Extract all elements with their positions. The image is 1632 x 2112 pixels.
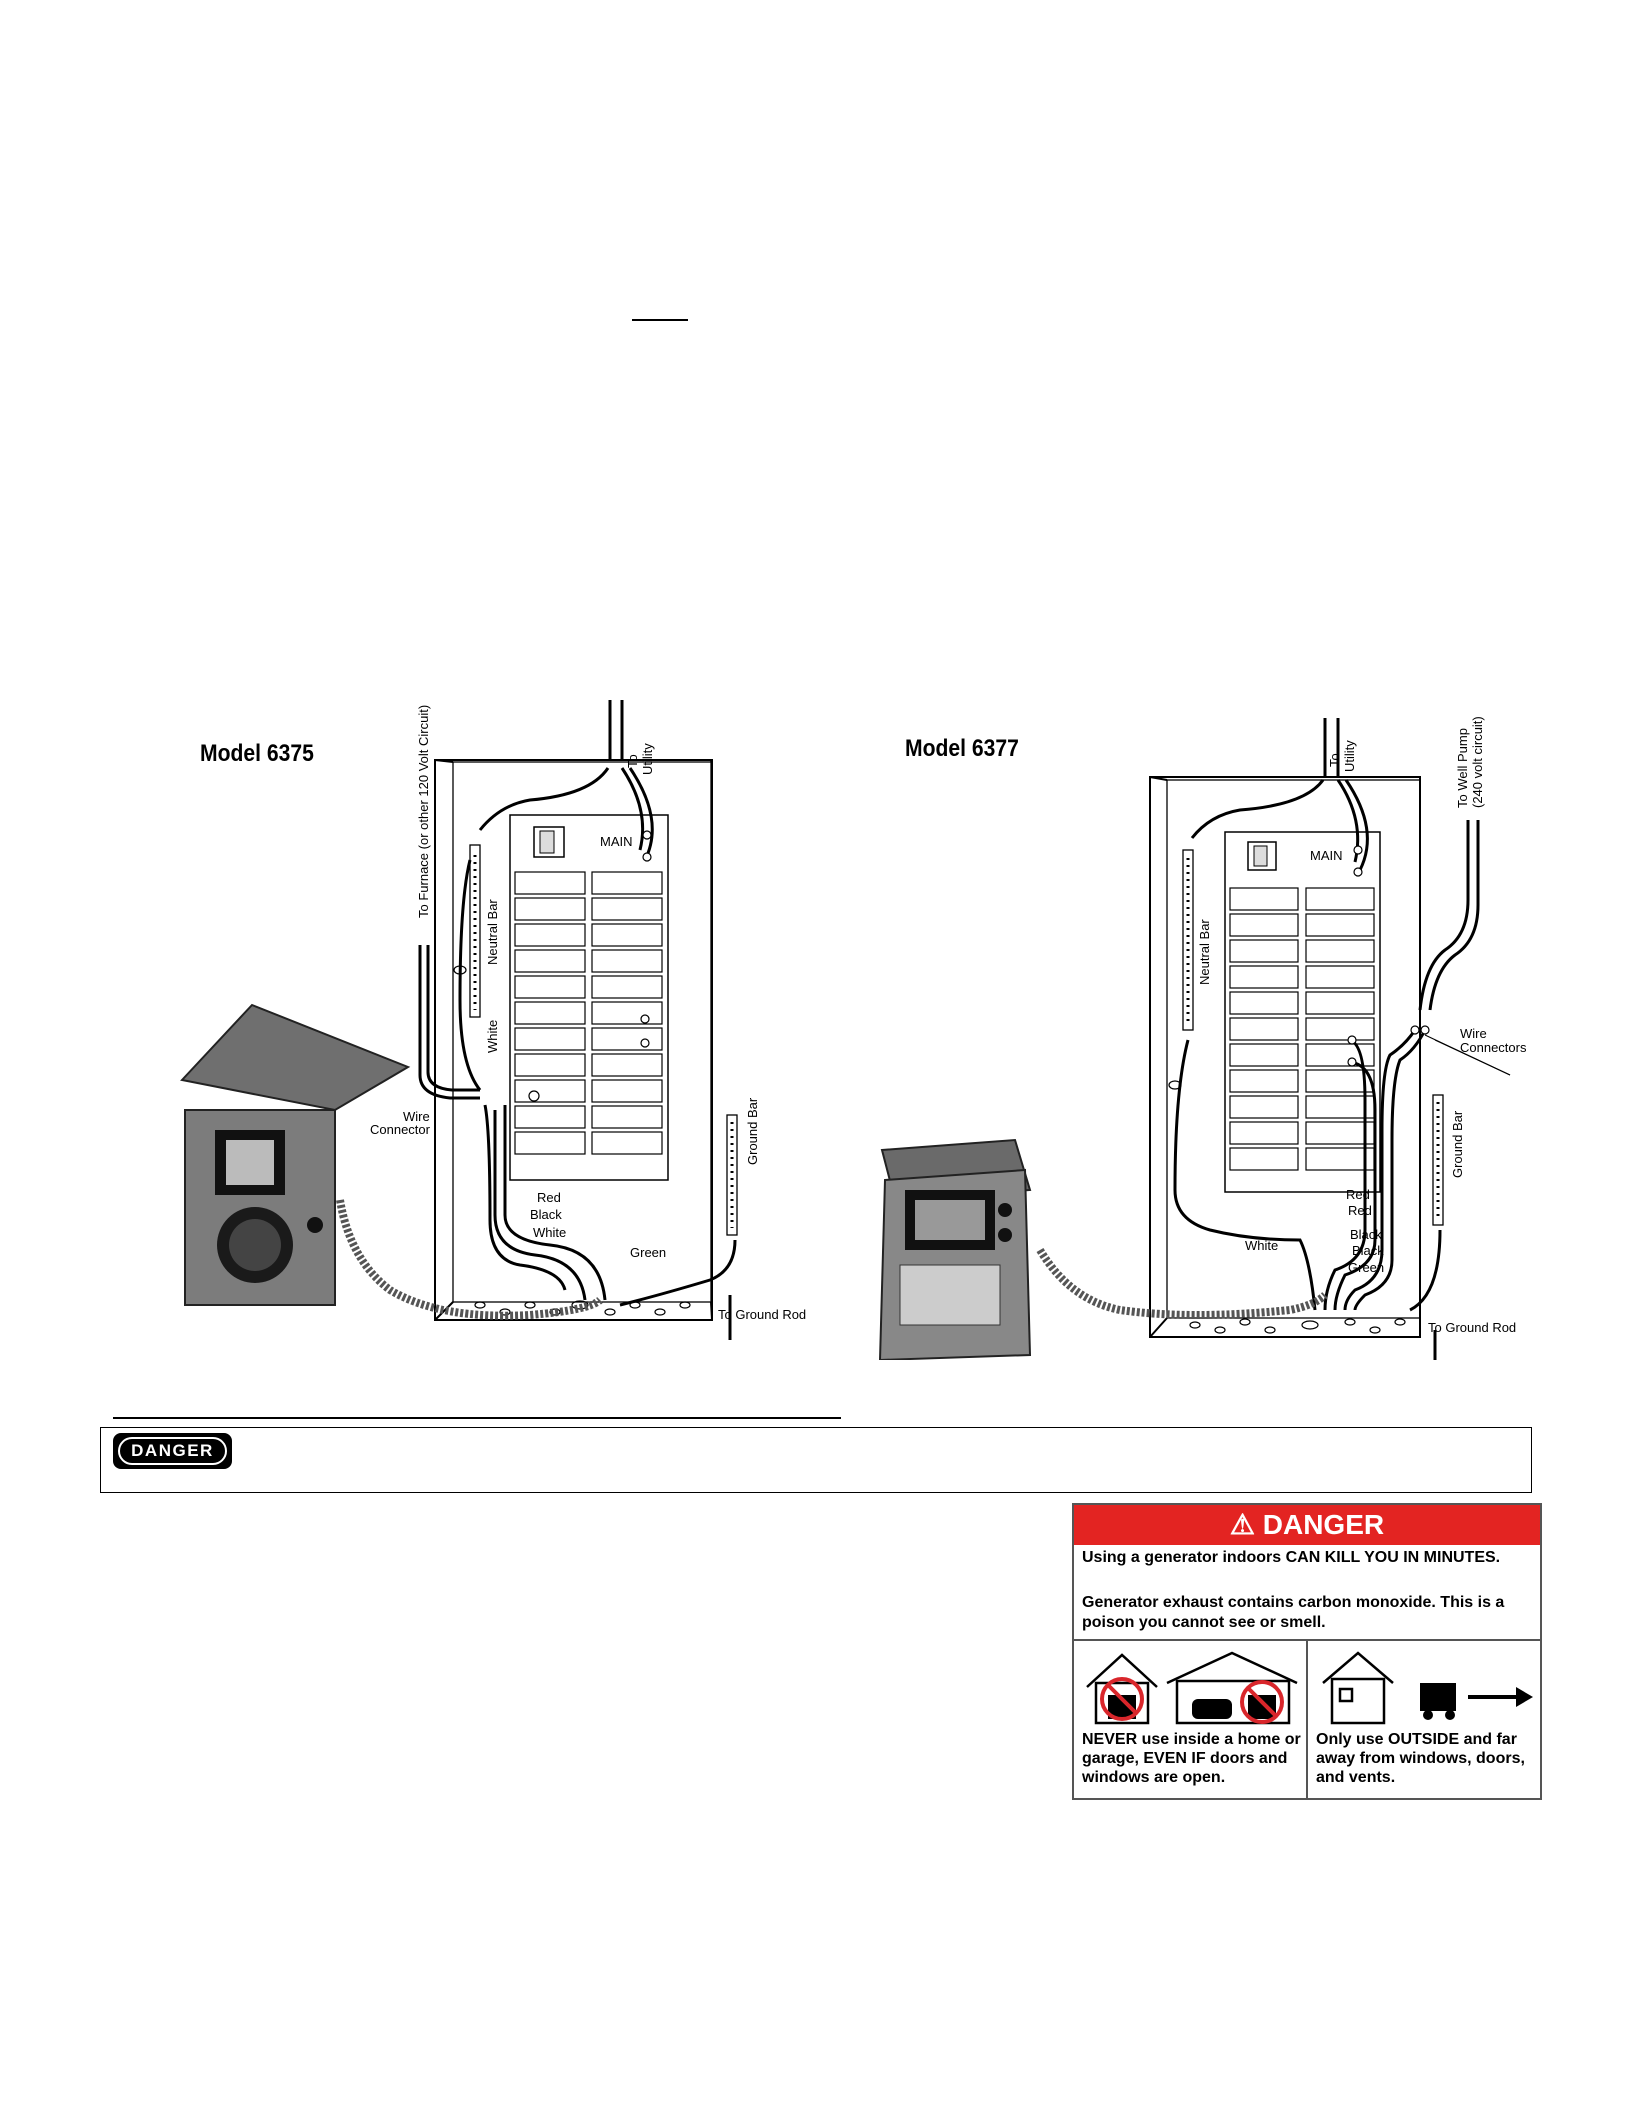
danger-badge: DANGER bbox=[113, 1433, 232, 1469]
model-6375-title: Model 6375 bbox=[200, 740, 314, 767]
garage-icon bbox=[1166, 1651, 1298, 1725]
prohibit-icon bbox=[1100, 1677, 1144, 1721]
generator-icon-garage bbox=[1248, 1695, 1276, 1719]
generator-icon-outdoor bbox=[1420, 1683, 1456, 1711]
ground-bar bbox=[1432, 1094, 1444, 1226]
section-rule bbox=[113, 1417, 841, 1419]
to-furnace-label: To Furnace (or other 120 Volt Circuit) bbox=[416, 704, 431, 918]
co-divider-vertical bbox=[1306, 1641, 1308, 1798]
utility-wires bbox=[608, 700, 624, 768]
breaker-rows bbox=[1229, 887, 1375, 1171]
model-6377-title: Model 6377 bbox=[905, 735, 1019, 762]
breaker-rows bbox=[514, 871, 663, 1155]
outdoor-use-icons bbox=[1322, 1651, 1533, 1725]
breaker-block bbox=[1224, 831, 1381, 1193]
house-icon-outdoor bbox=[1322, 1651, 1394, 1725]
flex-conduit bbox=[1036, 1247, 1328, 1319]
transfer-switch-box bbox=[878, 1138, 1032, 1360]
red-wire-label-2-right: Red bbox=[1348, 1203, 1372, 1218]
main-label-right: MAIN bbox=[1310, 848, 1343, 863]
black-wire-label-2-right: Black bbox=[1352, 1243, 1384, 1258]
model-6377-wiring-diagram bbox=[878, 718, 1511, 1360]
co-warning-line2: Generator exhaust contains carbon monoxi… bbox=[1082, 1594, 1505, 1631]
red-wire-label: Red bbox=[537, 1190, 561, 1205]
wire-connector-label-1: Wire bbox=[403, 1109, 430, 1124]
flex-conduit bbox=[336, 1199, 603, 1320]
ground-bar bbox=[726, 1114, 738, 1236]
neutral-bar-label: Neutral Bar bbox=[485, 899, 500, 965]
co-never-text: NEVER use inside a home or garage, EVEN … bbox=[1082, 1731, 1301, 1786]
red-wire-label-1-right: Red bbox=[1346, 1187, 1370, 1202]
ground-bar-label-right: Ground Bar bbox=[1450, 1110, 1465, 1178]
neutral-bar bbox=[1182, 849, 1194, 1031]
white-wire-label-right: White bbox=[1245, 1238, 1279, 1253]
wire-connectors-label-1: Wire bbox=[1460, 1026, 1487, 1041]
co-divider bbox=[1074, 1639, 1540, 1641]
white-wire-label: White bbox=[533, 1225, 567, 1240]
car-icon bbox=[1192, 1699, 1232, 1719]
danger-box: DANGER bbox=[100, 1427, 1532, 1493]
to-ground-rod-label: To Ground Rod bbox=[718, 1307, 807, 1322]
neutral-bar bbox=[469, 844, 481, 1018]
knockouts bbox=[453, 965, 691, 1316]
wire-connectors-label-2: Connectors bbox=[1460, 1040, 1527, 1055]
knockouts bbox=[1168, 1080, 1406, 1334]
wires bbox=[418, 767, 737, 1340]
to-utility-label-1-right: To bbox=[1327, 753, 1342, 767]
green-wire-label: Green bbox=[630, 1245, 667, 1260]
wire-connector-label-2: Connector bbox=[370, 1122, 430, 1137]
ground-bar-label: Ground Bar bbox=[745, 1097, 760, 1165]
no-indoor-use-icons bbox=[1086, 1651, 1298, 1725]
main-label: MAIN bbox=[600, 834, 633, 849]
black-wire-label: Black bbox=[530, 1207, 562, 1222]
underline-rule bbox=[632, 319, 688, 321]
utility-wires bbox=[1323, 718, 1340, 780]
neutral-bar-label-right: Neutral Bar bbox=[1197, 919, 1212, 985]
white-vertical-label: White bbox=[485, 1019, 500, 1053]
to-utility-label-2-right: Utility bbox=[1342, 740, 1357, 772]
co-warning-label: ⚠ DANGER Using a generator indoors CAN K… bbox=[1072, 1503, 1542, 1800]
model-6375-wiring-diagram bbox=[180, 700, 738, 1340]
danger-badge-label: DANGER bbox=[118, 1437, 227, 1465]
black-wire-label-1-right: Black bbox=[1350, 1227, 1382, 1242]
to-utility-label-1: To bbox=[625, 754, 640, 768]
to-utility-label-2: Utility bbox=[640, 743, 655, 775]
co-only-text: Only use OUTSIDE and far away from windo… bbox=[1316, 1731, 1525, 1786]
green-wire-label-right: Green bbox=[1348, 1260, 1385, 1275]
to-well-pump-label-1: To Well Pump bbox=[1455, 728, 1470, 808]
wires bbox=[1173, 779, 1480, 1360]
co-warning-line1: Using a generator indoors CAN KILL YOU I… bbox=[1082, 1549, 1501, 1566]
house-icon bbox=[1086, 1653, 1158, 1725]
prohibit-icon-garage bbox=[1240, 1680, 1284, 1724]
to-well-pump-label-2: (240 volt circuit) bbox=[1470, 716, 1485, 808]
power-inlet-box bbox=[180, 1003, 411, 1306]
co-warning-header: ⚠ DANGER bbox=[1074, 1505, 1540, 1545]
to-ground-rod-label-right: To Ground Rod bbox=[1428, 1320, 1517, 1335]
